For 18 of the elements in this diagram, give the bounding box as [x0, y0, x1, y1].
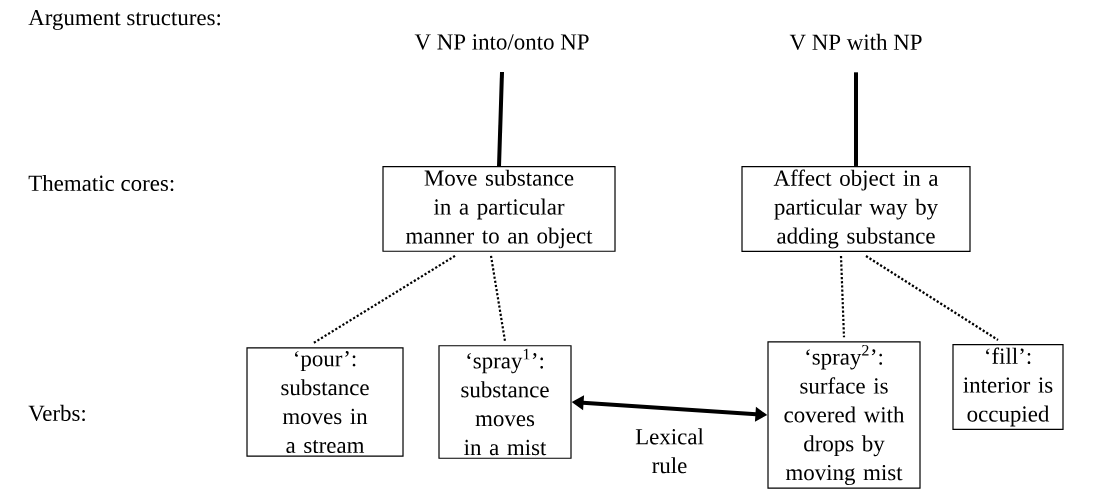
process-box: ‘pour’: substance moves in a stream	[246, 347, 404, 457]
edge-label: Lexical rule	[635, 428, 704, 474]
connector-line	[312, 254, 456, 345]
connector-line	[497, 71, 504, 167]
row-label: Argument structures:	[28, 9, 220, 31]
structure-label: V NP with NP	[789, 33, 922, 51]
connector-line	[854, 72, 858, 166]
process-box: ‘spray$^{1}$’: substance moves in a mist	[438, 345, 572, 459]
connector-line	[865, 255, 999, 341]
process-box: Affect object in a particular way by adding substance	[741, 165, 971, 253]
process-box: ‘spray$^{2}$’: surface is covered with drops by moving mist	[767, 341, 921, 489]
process-box: ‘fill’: interior is occupied	[952, 344, 1064, 430]
connector-line	[839, 255, 846, 338]
structure-label: V NP into/onto NP	[414, 34, 589, 50]
connector-line	[489, 255, 507, 342]
process-box: Move substance in a particular manner to an object	[382, 166, 616, 252]
row-label: Thematic cores:	[28, 174, 174, 192]
row-label: Verbs:	[28, 404, 85, 422]
